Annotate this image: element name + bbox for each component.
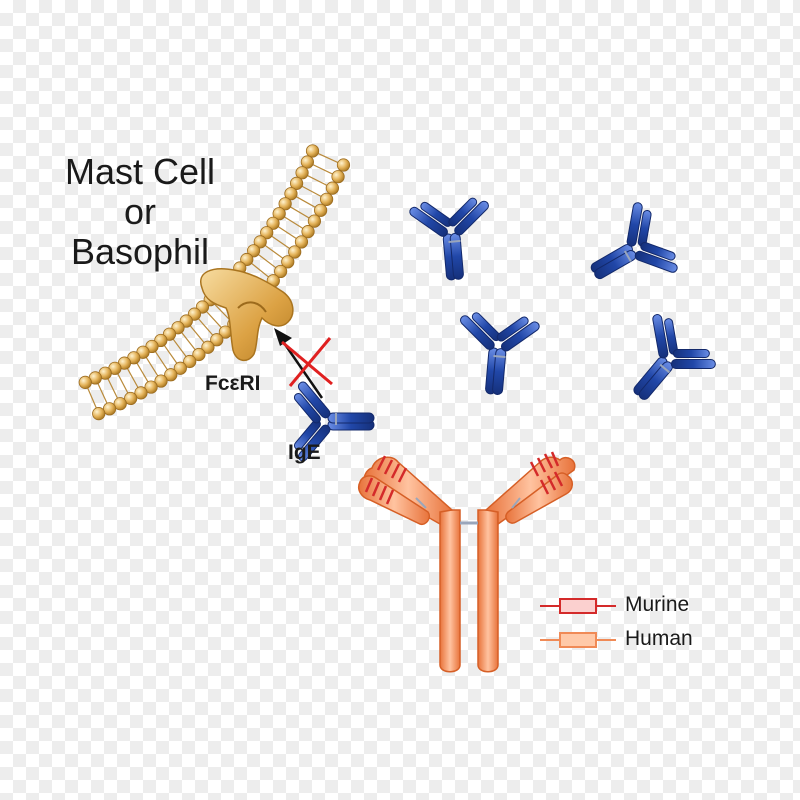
- cell-label-line-2: or: [123, 191, 156, 232]
- lipid-head: [281, 255, 295, 269]
- ige-antibody-free: [605, 303, 726, 424]
- lipid-head: [314, 203, 328, 217]
- lipid-head: [134, 386, 148, 400]
- ige-antibody-free: [405, 190, 498, 285]
- blocked-mark-icon: [281, 337, 333, 387]
- lipid-head: [295, 166, 309, 180]
- lipid-head: [144, 380, 158, 394]
- lipid-head: [78, 375, 92, 389]
- lipid-head: [288, 245, 302, 259]
- lipid-head: [305, 144, 320, 158]
- ige-antibody-free: [451, 304, 544, 399]
- cell-type-label: Mast Cell or Basophil: [40, 152, 240, 272]
- cell-label-line-1: Mast Cell: [64, 151, 216, 192]
- lipid-head: [331, 170, 345, 184]
- lipid-head: [102, 402, 117, 416]
- lipid-head: [320, 192, 334, 206]
- lipid-head: [274, 264, 288, 279]
- lipid-head: [173, 361, 187, 375]
- fc-epsilon-receptor: [200, 268, 294, 362]
- lipid-head: [124, 391, 138, 406]
- ige-antibody-free: [571, 193, 689, 310]
- lipid-head: [92, 407, 106, 421]
- binding-arrow: [274, 328, 324, 399]
- lipid-head: [246, 244, 261, 258]
- cell-label-line-3: Basophil: [70, 231, 210, 272]
- lipid-head: [192, 347, 206, 362]
- humanized-antibody: [358, 451, 576, 673]
- lipid-head: [307, 214, 322, 228]
- ige-label: IgE: [288, 441, 321, 464]
- lipid-head: [210, 333, 224, 347]
- legend-human-label: Human: [625, 627, 693, 650]
- legend-murine-label: Murine: [625, 593, 690, 616]
- lipid-head: [300, 155, 314, 169]
- lipid-head: [289, 176, 304, 190]
- receptor-label: FcεRI: [205, 372, 261, 395]
- receptor-binding-cleft: [237, 301, 267, 313]
- lipid-head: [336, 158, 351, 172]
- legend-human-swatch: [540, 632, 616, 648]
- legend-murine-swatch: [540, 598, 616, 614]
- lipid-head: [260, 226, 274, 240]
- lipid-head: [154, 374, 168, 388]
- lipid-head: [301, 225, 315, 239]
- lipid-head: [164, 368, 178, 382]
- lipid-head: [272, 207, 286, 221]
- lipid-head: [294, 235, 309, 249]
- lipid-head: [240, 252, 254, 267]
- lipid-head: [284, 187, 298, 201]
- lipid-head: [278, 197, 292, 211]
- lipid-head: [201, 340, 215, 354]
- lipid-head: [253, 235, 267, 249]
- lipid-head: [266, 216, 280, 230]
- lipid-head: [113, 397, 127, 411]
- lipid-head: [325, 181, 340, 195]
- lipid-head: [183, 354, 197, 369]
